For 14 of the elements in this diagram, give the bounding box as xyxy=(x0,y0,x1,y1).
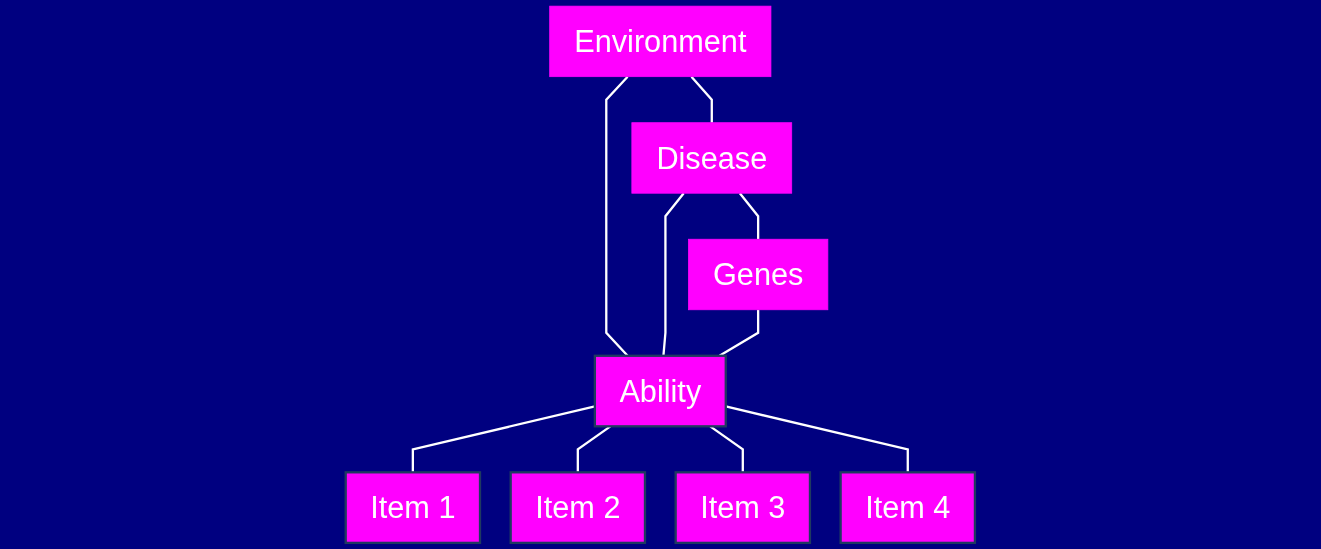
node-box: Item 1 xyxy=(344,471,482,544)
connector xyxy=(411,405,596,473)
node-box: Item 4 xyxy=(839,471,977,544)
node-box: Item 2 xyxy=(509,471,647,544)
connector xyxy=(719,309,760,357)
connector xyxy=(690,75,714,123)
node-box: Genes xyxy=(688,238,829,311)
connector xyxy=(725,405,910,473)
node-box: Ability xyxy=(593,354,728,428)
connector xyxy=(662,192,685,356)
node-box: Item 3 xyxy=(674,471,812,544)
node-box: Disease xyxy=(631,122,793,194)
connector xyxy=(739,192,760,240)
node-box: Environment xyxy=(549,5,772,78)
